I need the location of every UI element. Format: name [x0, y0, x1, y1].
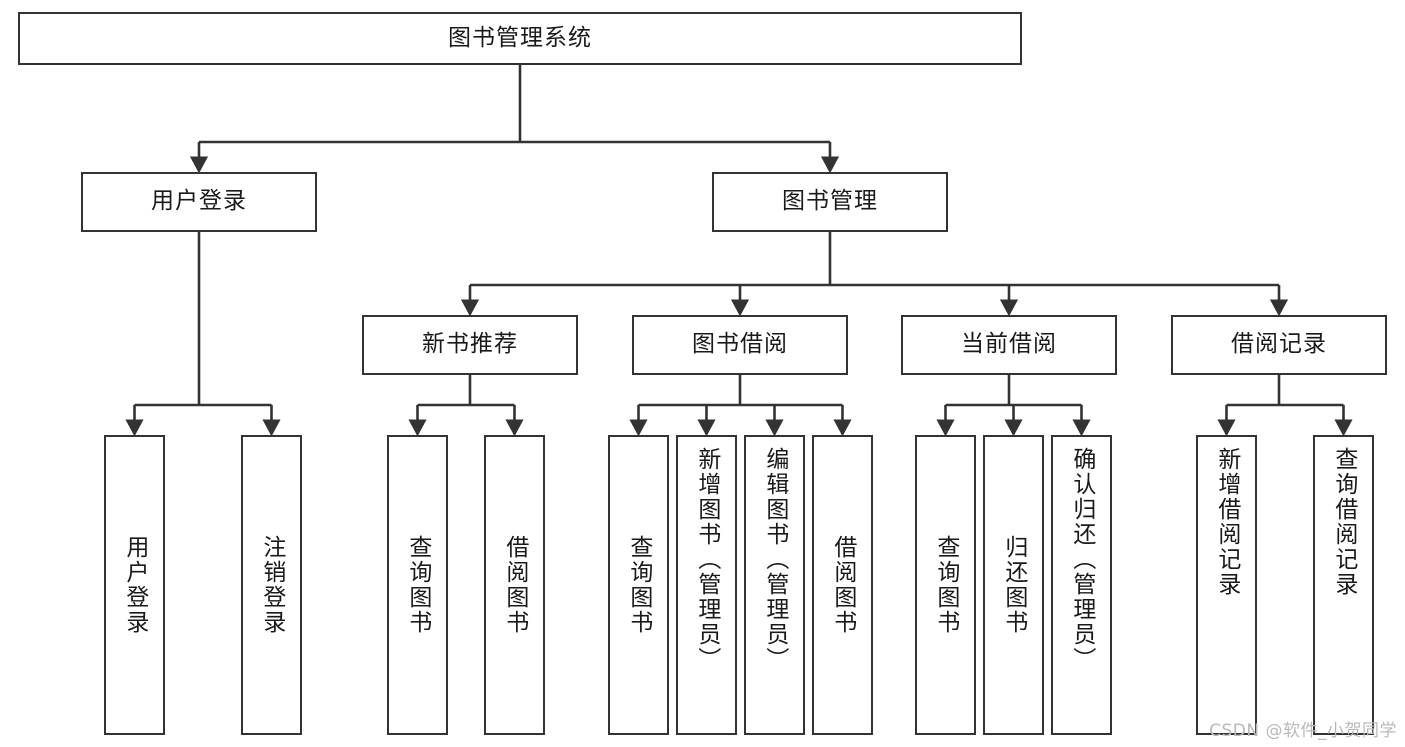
node-leaf_j1[interactable]: 查询图书	[608, 435, 669, 735]
node-l2d[interactable]: 借阅记录	[1171, 315, 1387, 375]
node-leaf_j4[interactable]: 借阅图书	[812, 435, 873, 735]
node-l1a[interactable]: 用户登录	[81, 172, 317, 232]
node-leaf_r1[interactable]: 新增借阅记录	[1196, 435, 1257, 735]
node-l1b[interactable]: 图书管理	[712, 172, 948, 232]
node-l2b[interactable]: 图书借阅	[632, 315, 848, 375]
node-root[interactable]: 图书管理系统	[18, 12, 1022, 65]
node-leaf_d3[interactable]: 确认归还（管理员）	[1051, 435, 1112, 735]
node-l2a[interactable]: 新书推荐	[362, 315, 578, 375]
node-leaf_d2[interactable]: 归还图书	[983, 435, 1044, 735]
node-leaf_x1[interactable]: 查询图书	[387, 435, 448, 735]
node-leaf_j2[interactable]: 新增图书（管理员）	[676, 435, 737, 735]
node-leaf_x2[interactable]: 借阅图书	[484, 435, 545, 735]
node-leaf_d1[interactable]: 查询图书	[915, 435, 976, 735]
watermark-label: CSDN @软件_小贺同学	[1209, 721, 1397, 741]
node-leaf_j3[interactable]: 编辑图书（管理员）	[744, 435, 805, 735]
node-leaf_u1[interactable]: 用户登录	[104, 435, 165, 735]
node-leaf_u2[interactable]: 注销登录	[241, 435, 302, 735]
node-leaf_r2[interactable]: 查询借阅记录	[1313, 435, 1374, 735]
node-l2c[interactable]: 当前借阅	[901, 315, 1117, 375]
